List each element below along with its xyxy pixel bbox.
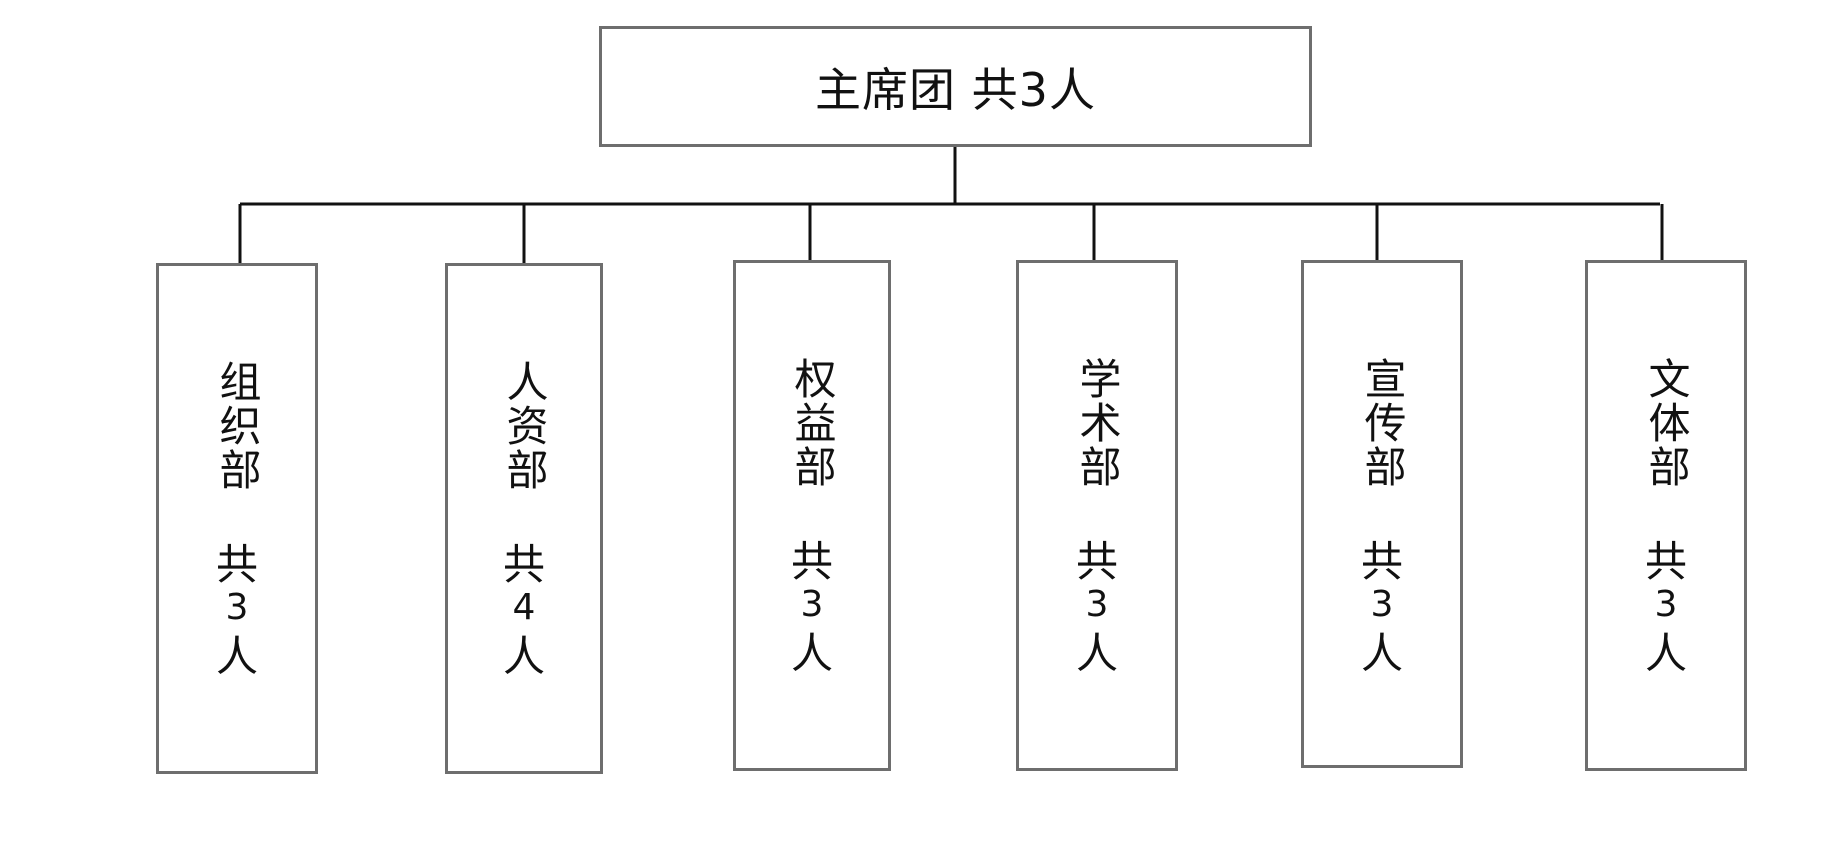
root-count: 共3人 (971, 62, 1096, 117)
count-prefix: 共 (790, 537, 834, 586)
dept-node-publicity: 宣传部 共 3 人 (1301, 260, 1463, 768)
count-prefix: 共 (502, 540, 546, 589)
dept-name: 宣传部 (1358, 357, 1407, 489)
dept-node-academic: 学术部 共 3 人 (1016, 260, 1178, 771)
count-unit: 人 (1360, 629, 1404, 678)
count-prefix: 共 (1644, 537, 1688, 586)
count-number: 3 (225, 587, 249, 628)
count-prefix: 共 (1360, 537, 1404, 586)
dept-node-hr: 人资部 共 4 人 (445, 263, 603, 774)
dept-name: 文体部 (1642, 357, 1691, 489)
count-number: 3 (800, 584, 824, 625)
root-node: 主席团 共3人 (599, 26, 1312, 147)
dept-name: 组织部 (213, 360, 262, 492)
dept-name: 学术部 (1073, 357, 1122, 489)
dept-node-organization: 组织部 共 3 人 (156, 263, 318, 774)
count-unit: 人 (1075, 629, 1119, 678)
root-label: 主席团 共3人 (815, 54, 1096, 120)
dept-count: 共 3 人 (1076, 541, 1118, 679)
count-unit: 人 (215, 632, 259, 681)
root-name: 主席团 (815, 62, 957, 117)
count-unit: 人 (502, 632, 546, 681)
count-number: 3 (1654, 584, 1678, 625)
count-unit: 人 (790, 629, 834, 678)
dept-node-rights: 权益部 共 3 人 (733, 260, 891, 771)
dept-count: 共 3 人 (1645, 541, 1687, 679)
dept-name: 权益部 (788, 357, 837, 489)
count-number: 3 (1085, 584, 1109, 625)
dept-count: 共 3 人 (791, 541, 833, 679)
count-number: 4 (512, 587, 536, 628)
count-unit: 人 (1644, 629, 1688, 678)
dept-count: 共 4 人 (503, 544, 545, 682)
count-prefix: 共 (1075, 537, 1119, 586)
count-prefix: 共 (215, 540, 259, 589)
dept-node-arts-sports: 文体部 共 3 人 (1585, 260, 1747, 771)
dept-count: 共 3 人 (216, 544, 258, 682)
count-number: 3 (1370, 584, 1394, 625)
dept-name: 人资部 (500, 360, 549, 492)
dept-count: 共 3 人 (1361, 541, 1403, 679)
